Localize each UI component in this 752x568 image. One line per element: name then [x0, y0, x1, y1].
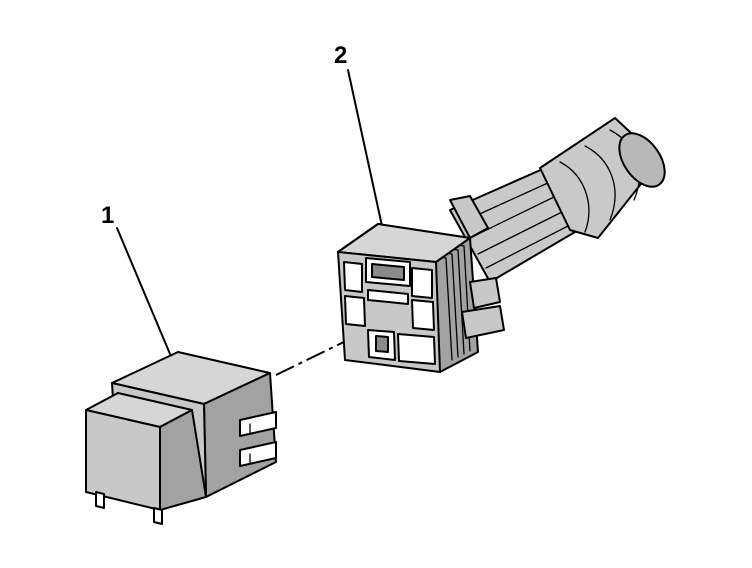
leader-line-1	[116, 227, 171, 355]
wire-strands	[461, 181, 569, 269]
cavity-center-slot	[367, 289, 409, 305]
connector-latch-upper	[469, 277, 501, 309]
relay-cap-side	[159, 409, 207, 511]
connector-rear-tab	[449, 195, 489, 239]
callout-number-2: 2	[334, 42, 347, 69]
cavity-middle-right	[411, 299, 435, 331]
cavity-lower-right	[397, 333, 436, 365]
cavity-upper-left	[343, 261, 363, 293]
callout-number-1: 1	[101, 202, 114, 229]
cavity-upper-right	[411, 267, 433, 299]
relay-terminal-upper	[239, 411, 277, 437]
cavity-top-terminal	[371, 263, 405, 281]
cavity-lower-terminal	[375, 335, 389, 353]
relay-terminal-lower	[239, 441, 277, 467]
relay-foot-right	[153, 507, 163, 525]
connector-latch-lower	[461, 305, 505, 339]
relay-foot-left	[95, 491, 105, 509]
connector	[337, 117, 666, 373]
relay	[85, 351, 277, 525]
conduit-end	[618, 132, 666, 188]
cavity-middle-left	[344, 295, 366, 327]
leader-line-2	[347, 69, 383, 227]
alignment-centerline	[275, 337, 353, 376]
